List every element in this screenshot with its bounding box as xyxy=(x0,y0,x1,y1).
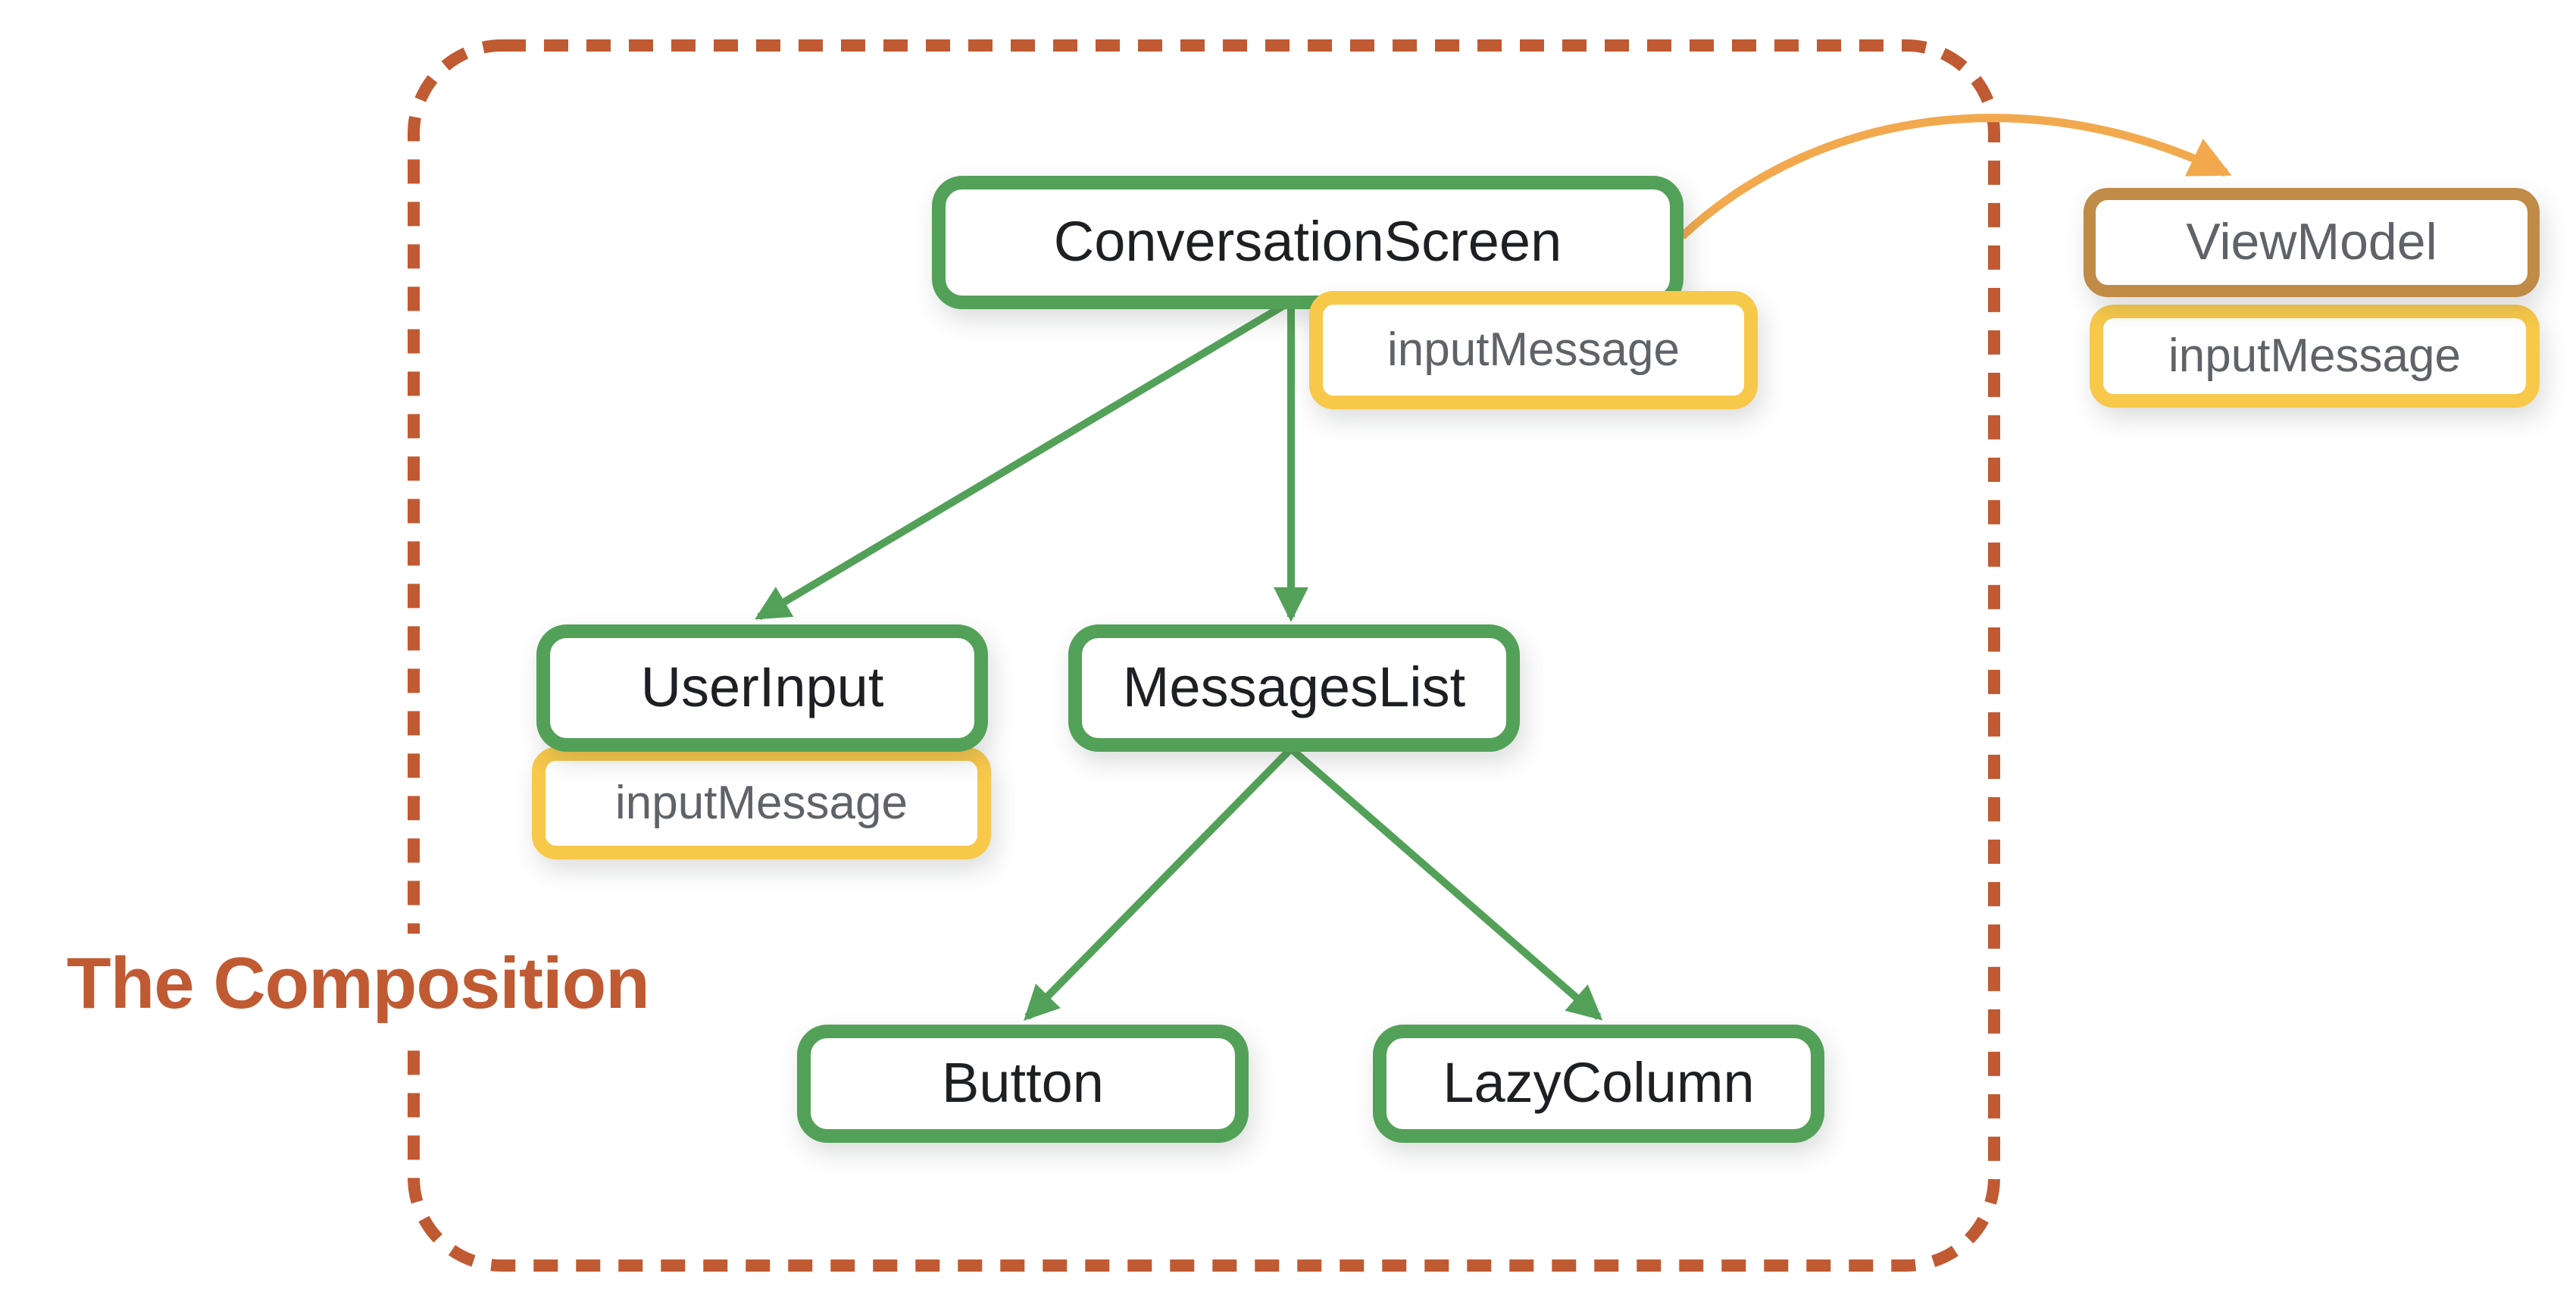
node-conversation-screen: ConversationScreen xyxy=(932,176,1683,309)
node-view-model-state-badge: inputMessage xyxy=(2090,305,2540,408)
node-view-model-label: ViewModel xyxy=(2186,213,2437,271)
node-user-input-state-badge: inputMessage xyxy=(532,747,991,859)
edge-messageslist-to-button xyxy=(1024,746,1294,1021)
node-button-label: Button xyxy=(942,1052,1104,1114)
node-conversation-screen-state-label: inputMessage xyxy=(1386,323,1680,376)
node-user-input-label: UserInput xyxy=(640,656,884,718)
edge-conversationscreen-to-viewmodel xyxy=(1679,114,2232,240)
node-user-input-state-label: inputMessage xyxy=(614,776,908,829)
node-view-model-state-label: inputMessage xyxy=(2168,329,2461,382)
node-conversation-screen-label: ConversationScreen xyxy=(1053,211,1562,273)
node-lazy-column: LazyColumn xyxy=(1373,1025,1824,1143)
edge-messageslist-to-lazycolumn xyxy=(1288,746,1603,1021)
node-messages-list: MessagesList xyxy=(1068,624,1520,752)
node-conversation-screen-state-badge: inputMessage xyxy=(1309,291,1758,409)
node-button: Button xyxy=(797,1025,1249,1143)
node-lazy-column-label: LazyColumn xyxy=(1443,1052,1755,1114)
diagram-title: The Composition xyxy=(52,934,664,1035)
node-user-input: UserInput xyxy=(536,624,988,752)
edge-conversationscreen-to-userinput xyxy=(755,299,1290,621)
composition-boundary-dashed-box xyxy=(408,39,2000,1272)
node-messages-list-label: MessagesList xyxy=(1122,656,1466,718)
node-view-model: ViewModel xyxy=(2084,188,2540,297)
